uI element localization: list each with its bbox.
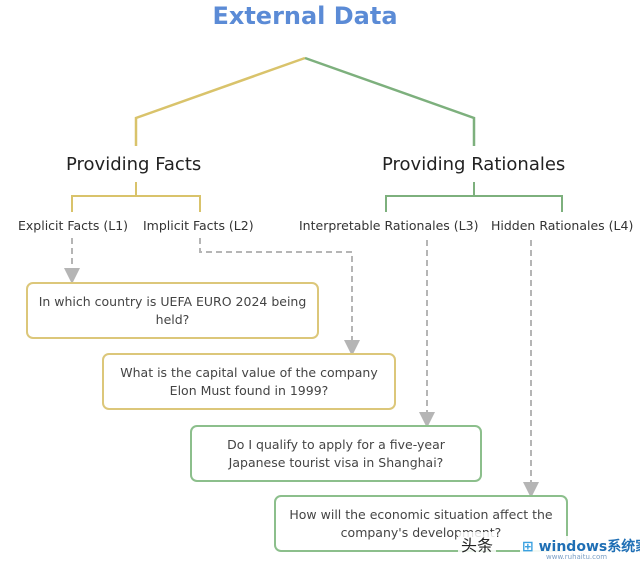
example-box-l3: Do I qualify to apply for a five-year Ja… <box>190 425 482 482</box>
example-box-l4: How will the economic situation affect t… <box>274 495 568 552</box>
facts-level-bracket <box>71 195 201 212</box>
watermark-toutiao: 头条 <box>458 532 497 556</box>
interpretable-rationales-label: Interpretable Rationales (L3) <box>299 218 479 233</box>
rationales-branch-line <box>304 56 476 146</box>
example-box-l1: In which country is UEFA EURO 2024 being… <box>26 282 319 339</box>
example-l1-line1: In which country is UEFA EURO 2024 being <box>38 293 307 309</box>
example-l4-line2: company's development? <box>340 524 502 540</box>
windows-flag-icon: ⊞ <box>522 539 534 555</box>
providing-facts-heading: Providing Facts <box>66 154 202 175</box>
implicit-facts-label: Implicit Facts (L2) <box>143 218 254 233</box>
watermark-site: www.ruhaitu.com <box>546 553 608 561</box>
example-l1-line2: held? <box>155 311 190 327</box>
hidden-rationales-label: Hidden Rationales (L4) <box>491 218 634 233</box>
example-l2-line1: What is the capital value of the company <box>120 364 378 380</box>
arrow-l2-to-q2 <box>199 238 360 356</box>
example-l4-line1: How will the economic situation affect t… <box>289 506 553 522</box>
rationales-level-bracket <box>385 195 563 212</box>
watermark-windows-logo: ⊞ windows系统家园 www.ruhaitu.com <box>520 536 640 561</box>
providing-rationales-heading: Providing Rationales <box>382 154 566 175</box>
facts-branch-line <box>134 56 306 146</box>
example-l2-line2: Elon Must found in 1999? <box>169 382 329 398</box>
watermark-brand: windows系统家园 <box>538 539 640 555</box>
example-l3-line2: Japanese tourist visa in Shanghai? <box>228 454 444 470</box>
diagram-title: External Data <box>212 2 398 30</box>
example-box-l2: What is the capital value of the company… <box>102 353 396 410</box>
example-l3-line1: Do I qualify to apply for a five-year <box>227 436 445 452</box>
explicit-facts-label: Explicit Facts (L1) <box>18 218 129 233</box>
